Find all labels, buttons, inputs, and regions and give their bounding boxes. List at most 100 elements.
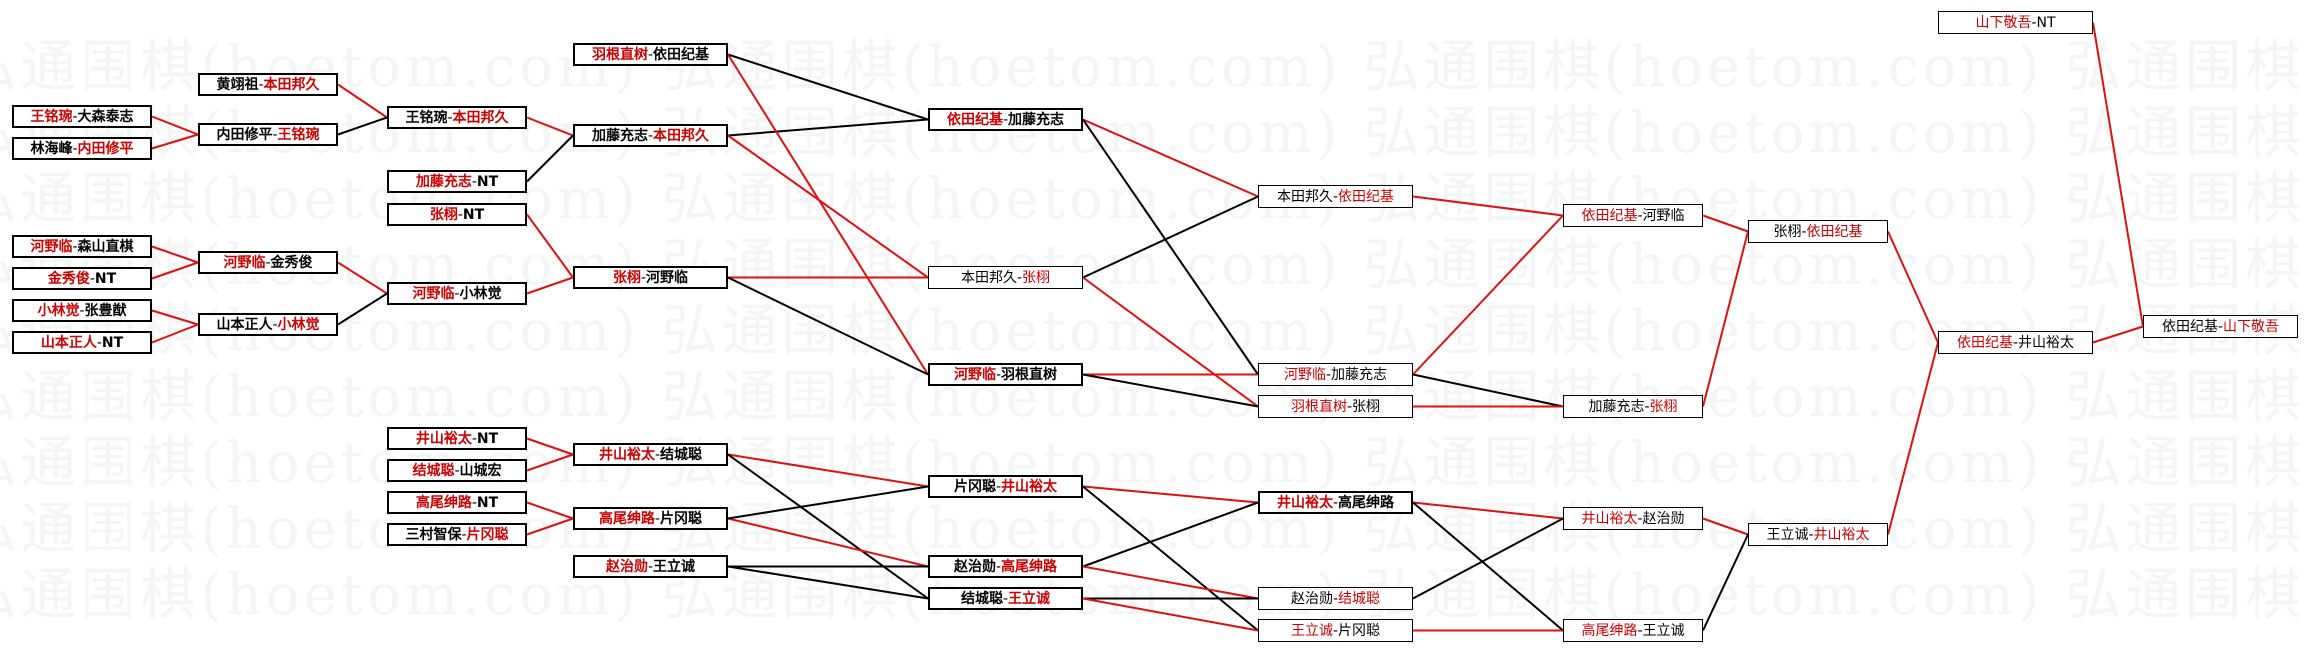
player-name: 井山裕太: [1813, 526, 1870, 543]
separator: -: [471, 494, 477, 511]
match-box-a5[interactable]: 王铭琬-本田邦久: [387, 106, 527, 129]
match-box-m6[interactable]: 依田纪基-河野临: [1563, 204, 1703, 227]
match-box-b5[interactable]: 山本正人-NT: [12, 331, 152, 354]
match-box-c2[interactable]: 结城聪-山城宏: [387, 459, 527, 482]
separator: -: [258, 76, 264, 93]
separator: -: [654, 446, 661, 463]
player-name: 河野临: [412, 285, 455, 302]
bracket-line-c6-c9: [727, 517, 929, 568]
match-box-m3[interactable]: 河野临-羽根直树: [928, 363, 1083, 386]
separator: -: [1332, 590, 1339, 607]
match-box-c1[interactable]: 井山裕太-NT: [387, 427, 527, 450]
separator: -: [72, 238, 78, 255]
player-name: 小林觉: [277, 316, 320, 333]
match-box-d3[interactable]: 王立诚-片冈聪: [1258, 619, 1413, 642]
separator: -: [265, 254, 271, 271]
match-box-c7[interactable]: 赵治勋-王立诚: [573, 555, 728, 578]
match-box-d2[interactable]: 赵治勋-结城聪: [1258, 587, 1413, 610]
match-box-a4[interactable]: 内田修平-王铭琬: [198, 123, 338, 146]
match-box-a7[interactable]: 羽根直树-依田纪基: [573, 43, 728, 66]
match-box-c10[interactable]: 结城聪-王立诚: [928, 587, 1083, 610]
separator: -: [2031, 14, 2037, 31]
player-name: 张栩: [1022, 269, 1051, 286]
match-box-f1[interactable]: 依田纪基-井山裕太: [1938, 331, 2093, 354]
match-box-c5[interactable]: 三村智保-片冈聪: [387, 523, 527, 546]
match-box-a9[interactable]: 依田纪基-加藤充志: [928, 108, 1083, 131]
match-box-m4[interactable]: 河野临-加藤充志: [1258, 363, 1413, 386]
match-box-c6[interactable]: 高尾绅路-片冈聪: [573, 507, 728, 530]
match-box-f2[interactable]: 山下敬吾-NT: [1938, 11, 2093, 34]
match-box-c3[interactable]: 井山裕太-结城聪: [573, 443, 728, 466]
player-name: NT: [101, 334, 124, 351]
match-box-d5[interactable]: 高尾绅路-王立诚: [1563, 619, 1703, 642]
player-name: 片冈聪: [660, 510, 703, 527]
match-box-b4[interactable]: 小林觉-张豊猷: [12, 299, 152, 322]
separator: -: [471, 430, 477, 447]
match-box-m1[interactable]: 本田邦久-依田纪基: [1258, 185, 1413, 208]
match-box-m8[interactable]: 张栩-依田纪基: [1748, 220, 1888, 243]
bracket-line-c7-c10: [727, 565, 929, 600]
separator: -: [647, 558, 654, 575]
player-name: 结城聪: [660, 446, 703, 463]
match-box-a8[interactable]: 加藤充志-本田邦久: [573, 124, 728, 147]
player-name: 王立诚: [1290, 622, 1333, 639]
separator: -: [1332, 494, 1339, 511]
match-box-b7[interactable]: 河野临-小林觉: [387, 282, 527, 305]
player-name: 王铭琬: [30, 108, 73, 125]
separator: -: [1332, 622, 1339, 639]
match-box-a2[interactable]: 林海峰-内田修平: [12, 137, 152, 160]
bracket-line-a3-a5: [337, 83, 388, 119]
player-name: 河野临: [1283, 366, 1326, 383]
match-box-a1[interactable]: 王铭琬-大森泰志: [12, 105, 152, 128]
match-box-a3[interactable]: 黄翊祖-本田邦久: [198, 73, 338, 96]
match-box-m7[interactable]: 加藤充志-张栩: [1563, 395, 1703, 418]
separator: -: [1637, 207, 1643, 224]
bracket-line-m2-m1: [1082, 195, 1259, 279]
player-name: 金秀俊: [47, 270, 90, 287]
match-box-c4[interactable]: 高尾绅路-NT: [387, 491, 527, 514]
player-name: NT: [476, 494, 499, 511]
separator: -: [2012, 334, 2019, 351]
bracket-line-a4-a5: [337, 116, 388, 136]
match-box-m2[interactable]: 本田邦久-张栩: [928, 266, 1083, 289]
bracket-line-m2-m5: [1082, 276, 1259, 408]
player-name: 山城宏: [459, 462, 502, 479]
match-box-b1[interactable]: 河野临-森山直棋: [12, 235, 152, 258]
match-box-c8[interactable]: 片冈聪-井山裕太: [928, 475, 1083, 498]
bracket-line-d6-f1: [1887, 342, 1939, 535]
player-name: 张栩: [1649, 398, 1678, 415]
match-box-d6[interactable]: 王立诚-井山裕太: [1748, 523, 1888, 546]
separator: -: [272, 126, 278, 143]
match-box-b3[interactable]: 河野临-金秀俊: [198, 251, 338, 274]
separator: -: [1016, 269, 1023, 286]
match-box-d4[interactable]: 井山裕太-赵治勋: [1563, 507, 1703, 530]
match-box-m5[interactable]: 羽根直树-张栩: [1258, 395, 1413, 418]
match-box-b9[interactable]: 张栩-河野临: [573, 266, 728, 289]
match-box-b2[interactable]: 金秀俊-NT: [12, 267, 152, 290]
bracket-line-c4-c6: [526, 501, 574, 520]
player-name: 高尾绅路: [598, 510, 655, 527]
player-name: 大森泰志: [77, 108, 134, 125]
separator: -: [471, 173, 477, 190]
match-box-d1[interactable]: 井山裕太-高尾绅路: [1258, 491, 1413, 514]
match-box-a6[interactable]: 加藤充志-NT: [387, 170, 527, 193]
separator: -: [1002, 111, 1009, 128]
bracket-line-b4-b6: [151, 309, 199, 326]
player-name: 小林觉: [37, 302, 80, 319]
player-name: 依田纪基: [1956, 334, 2013, 351]
separator: -: [640, 269, 647, 286]
player-name: 本田邦久: [653, 127, 710, 144]
separator: -: [995, 558, 1002, 575]
player-name: 山下敬吾: [1975, 14, 2032, 31]
match-box-b6[interactable]: 山本正人-小林觉: [198, 313, 338, 336]
match-box-f3[interactable]: 依田纪基-山下敬吾: [2143, 315, 2298, 338]
separator: -: [1346, 398, 1353, 415]
player-name: 羽根直树: [591, 46, 648, 63]
match-box-b8[interactable]: 张栩-NT: [387, 203, 527, 226]
bracket-line-c5-c6: [526, 517, 574, 536]
separator: -: [447, 109, 453, 126]
player-name: 本田邦久: [960, 269, 1017, 286]
match-box-c9[interactable]: 赵治勋-高尾绅路: [928, 555, 1083, 578]
player-name: 本田邦久: [452, 109, 509, 126]
bracket-line-c8-d1: [1082, 485, 1259, 504]
